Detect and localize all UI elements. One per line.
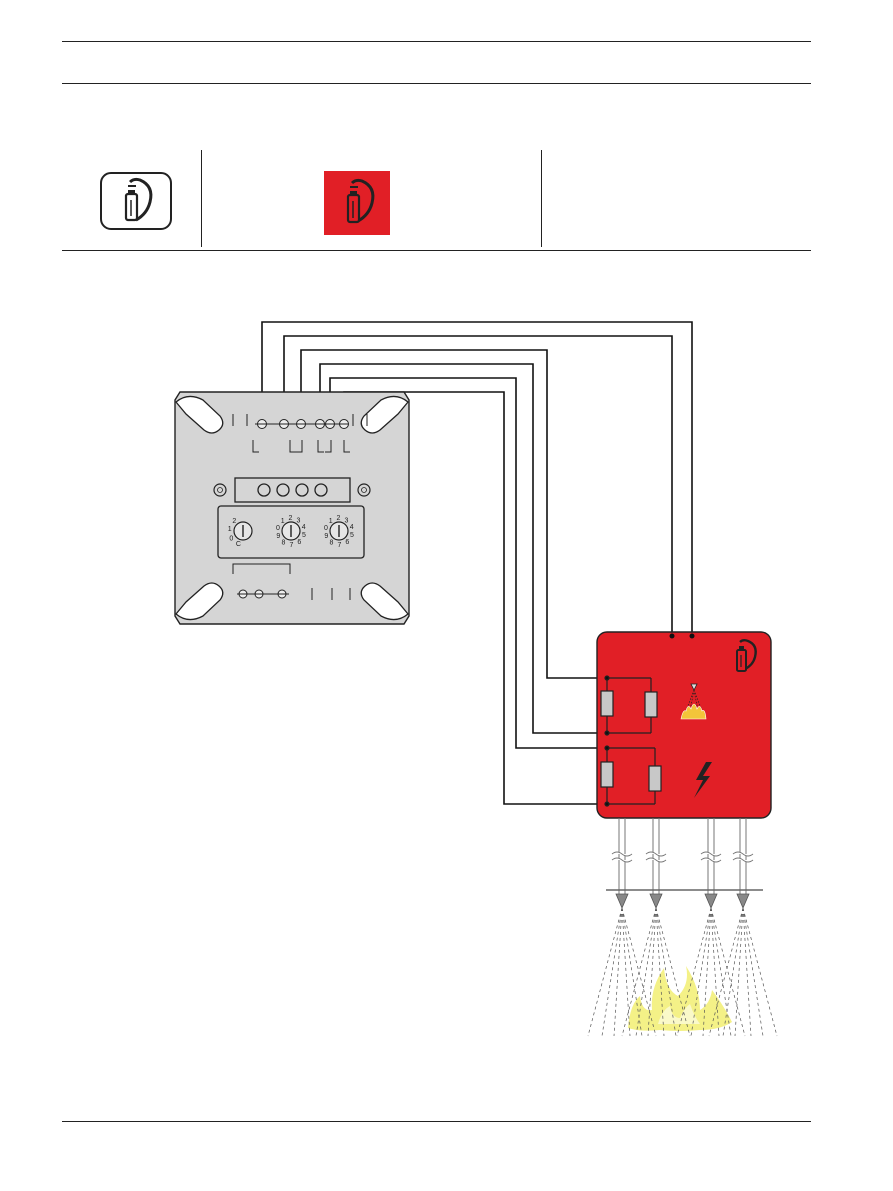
nozzle-icon <box>616 894 628 908</box>
pipe-break <box>612 852 632 862</box>
rotary-digit: 0 <box>276 525 280 532</box>
rotary-digit: C <box>236 541 241 548</box>
rotary-digit: 7 <box>338 542 342 549</box>
rotary-digit: 9 <box>324 533 328 540</box>
rotary-digit: 8 <box>330 540 334 547</box>
rotary-digit: 0 <box>324 525 328 532</box>
rotary-digit: 3 <box>297 517 301 524</box>
rotary-digit: 1 <box>329 518 333 525</box>
rotary-digit: 2 <box>337 515 341 522</box>
rotary-digit: 6 <box>345 539 349 546</box>
led-3 <box>296 484 308 496</box>
spray-line <box>735 908 743 1036</box>
extinguishing-control-panel <box>597 632 771 818</box>
spray-line <box>614 908 622 1036</box>
rotary-digit: 5 <box>302 532 306 539</box>
rotary-digit: 7 <box>290 542 294 549</box>
spray-line <box>743 908 751 1036</box>
rotary-digit: 2 <box>289 515 293 522</box>
led-1 <box>258 484 270 496</box>
screw-right <box>358 484 370 496</box>
nozzle-icon <box>650 894 662 908</box>
rotary-digit: 1 <box>281 518 285 525</box>
rotary-digit: 6 <box>297 539 301 546</box>
screw-left <box>214 484 226 496</box>
pipe-break <box>733 852 753 862</box>
rotary-digit: 4 <box>302 524 306 531</box>
nozzle-icon <box>737 894 749 908</box>
rotary-digit: 8 <box>282 540 286 547</box>
pipe-break <box>646 852 666 862</box>
led-2 <box>277 484 289 496</box>
rotary-digit: 2 <box>232 518 236 525</box>
rotary-digit: 9 <box>276 533 280 540</box>
rotary-digit: 1 <box>228 526 232 533</box>
rotary-digit: 0 <box>229 535 233 542</box>
rotary-digit: 4 <box>350 524 354 531</box>
nozzle-icon <box>705 894 717 908</box>
spray-line <box>622 908 630 1036</box>
extinguishing-pipes <box>612 818 753 908</box>
rotary-digit: 3 <box>345 517 349 524</box>
rotary-digit: 5 <box>350 532 354 539</box>
led-window <box>214 478 370 502</box>
pipe-break <box>701 852 721 862</box>
led-4 <box>315 484 327 496</box>
